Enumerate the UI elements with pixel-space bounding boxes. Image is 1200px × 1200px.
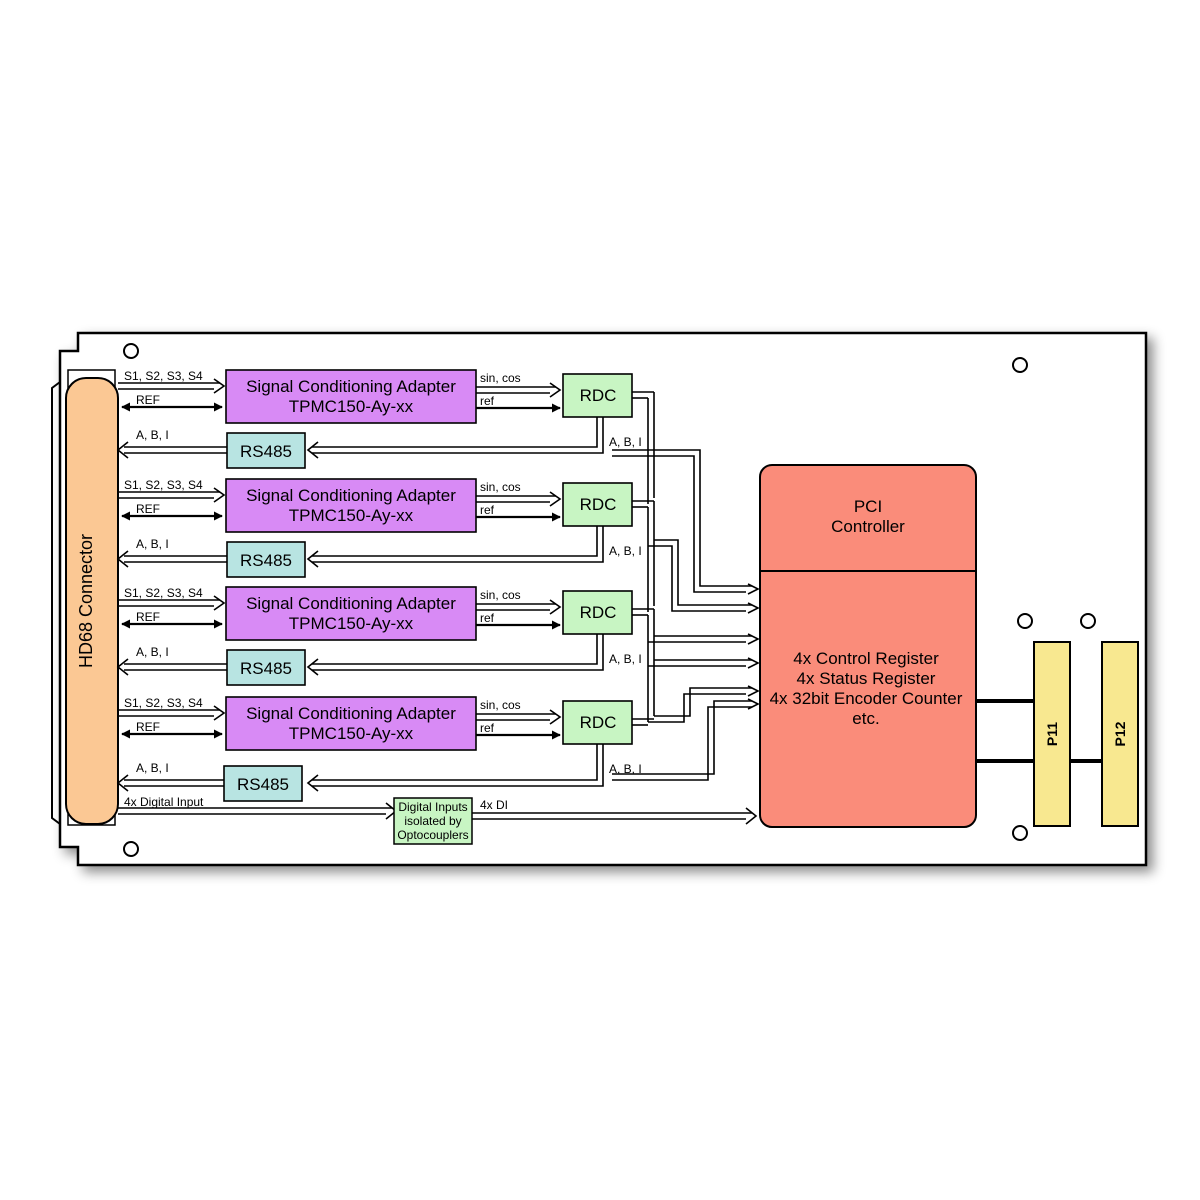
rdc-label: RDC [580,713,617,732]
ref-small-label: ref [480,503,495,517]
rs485-label: RS485 [240,442,292,461]
signal-conditioning-adapter [225,369,477,424]
sincos-label: sin, cos [480,698,521,712]
adapter-title: Signal Conditioning Adapter [246,704,456,723]
digital-input-label: 4x Digital Input [124,795,204,809]
input-signals-label: S1, S2, S3, S4 [124,478,203,492]
rs485-box [226,541,306,578]
mounting-hole-icon [1017,613,1033,629]
mounting-hole-icon [1012,825,1028,841]
front-panel-bracket [51,381,61,825]
channel-1: S1, S2, S3, S4 REF Signal Conditioning Ada… [116,369,654,469]
hd68-connector-label: HD68 Connector [76,534,96,668]
sincos-label: sin, cos [480,371,521,385]
abi-left-label: A, B, I [136,761,169,775]
rdc-box [562,700,633,745]
hd68-connector [65,377,119,825]
ref-small-label: ref [480,611,495,625]
mounting-hole-icon [123,841,139,857]
pci-register-3: 4x 32bit Encoder Counter [770,689,963,708]
ref-label: REF [136,610,160,624]
rdc-label: RDC [580,603,617,622]
rs485-box [223,765,303,802]
rdc-label: RDC [580,386,617,405]
channel-2: S1, S2, S3, S4 REF Signal Conditioning Ada… [116,478,654,578]
rs485-label: RS485 [240,551,292,570]
abi-rdc-label: A, B, I [609,762,642,776]
adapter-title: Signal Conditioning Adapter [246,377,456,396]
pci-title-2: Controller [831,517,905,536]
pmc-connectors: P11 P12 [976,641,1139,827]
rdc-box [562,482,633,527]
abi-left-label: A, B, I [136,428,169,442]
signal-conditioning-adapter [225,696,477,751]
channel-3: S1, S2, S3, S4 REF Signal Conditioning Ada… [116,586,654,686]
ref-small-label: ref [480,721,495,735]
abi-rdc-label: A, B, I [609,435,642,449]
pci-title-1: PCI [854,497,882,516]
optocoupler-label-1: Digital Inputs [398,800,467,814]
sincos-label: sin, cos [480,588,521,602]
mounting-hole-icon [123,343,139,359]
optocoupler-label-2: isolated by [404,814,461,828]
signal-conditioning-adapter [225,586,477,641]
optocoupler-label-3: Optocouplers [397,828,468,842]
adapter-model: TPMC150-Ay-xx [289,724,414,743]
abi-left-label: A, B, I [136,645,169,659]
p12-label: P12 [1112,721,1128,746]
input-signals-label: S1, S2, S3, S4 [124,586,203,600]
mounting-hole-icon [1080,613,1096,629]
rs485-box [226,432,306,469]
pci-register-4: etc. [852,709,879,728]
rs485-label: RS485 [240,659,292,678]
ref-small-label: ref [480,394,495,408]
ref-label: REF [136,393,160,407]
rs485-label: RS485 [237,775,289,794]
optocoupler-box [393,797,473,845]
p11-label: P11 [1044,722,1060,746]
rdc-box [562,373,633,418]
abi-rdc-label: A, B, I [609,652,642,666]
rs485-box [226,649,306,686]
channel-4: S1, S2, S3, S4 REF Signal Conditioning Ada… [116,696,654,802]
pci-register-2: 4x Status Register [797,669,936,688]
mounting-hole-icon [1012,357,1028,373]
input-signals-label: S1, S2, S3, S4 [124,369,203,383]
adapter-title: Signal Conditioning Adapter [246,486,456,505]
pci-controller: PCI Controller 4x Control Register 4x St… [759,464,977,828]
adapter-model: TPMC150-Ay-xx [289,614,414,633]
channels: S1, S2, S3, S4 REF Signal Conditioning Ada… [116,369,654,802]
input-signals-label: S1, S2, S3, S4 [124,696,203,710]
digital-input-path: 4x Digital Input Digital Inputs isolated… [118,795,758,845]
ref-label: REF [136,720,160,734]
abi-left-label: A, B, I [136,537,169,551]
adapter-model: TPMC150-Ay-xx [289,506,414,525]
ref-label: REF [136,502,160,516]
digital-output-label: 4x DI [480,798,508,812]
abi-rdc-label: A, B, I [609,544,642,558]
sincos-label: sin, cos [480,480,521,494]
rdc-box [562,590,633,635]
pci-register-1: 4x Control Register [793,649,939,668]
p12-connector [1101,641,1139,827]
signal-conditioning-adapter [225,478,477,533]
adapter-title: Signal Conditioning Adapter [246,594,456,613]
abi-bus-lines [612,392,760,781]
rdc-label: RDC [580,495,617,514]
p11-connector [1033,641,1071,827]
adapter-model: TPMC150-Ay-xx [289,397,414,416]
